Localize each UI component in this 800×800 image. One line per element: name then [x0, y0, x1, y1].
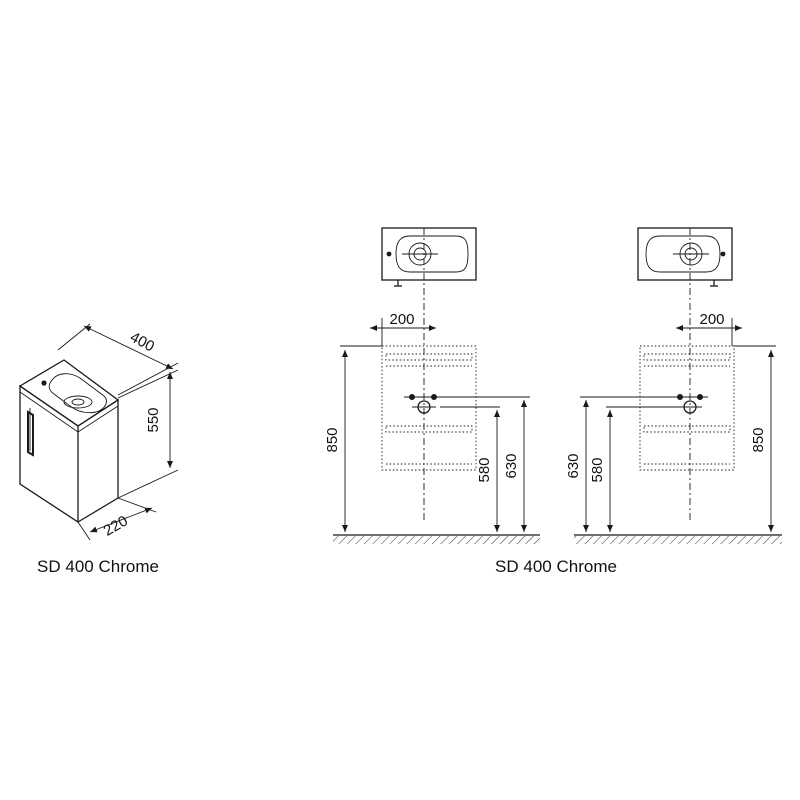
dim-total-height: 850 [750, 427, 767, 452]
tap-hole [386, 251, 392, 257]
isometric-view: 400 550 220 SD 400 Chrome [18, 323, 179, 576]
basin-top-view [381, 227, 477, 281]
tap-hole [720, 251, 726, 257]
dim-width-label: 400 [127, 329, 157, 356]
floor-hatch [333, 536, 540, 544]
basin-outline [48, 373, 107, 414]
floor-hatch [574, 536, 782, 544]
basin-top-view [637, 227, 733, 281]
cabinet-side-face [77, 398, 119, 523]
dim-depth-label: 220 [101, 512, 131, 539]
dim-height-label: 550 [145, 407, 162, 432]
front-elevation-view: 200 850 580 630 [324, 227, 540, 544]
dim-supply-height: 630 [503, 453, 520, 478]
dim-left-offset: 200 [389, 311, 414, 328]
door-handle-icon [27, 410, 34, 457]
dim-supply-height: 630 [565, 453, 582, 478]
cabinet-top-surface [18, 359, 120, 427]
dim-drain-height: 580 [589, 457, 606, 482]
elevation-caption: SD 400 Chrome [495, 557, 617, 576]
basin-drain [63, 395, 93, 409]
dim-total-height: 850 [324, 427, 341, 452]
iso-caption: SD 400 Chrome [37, 557, 159, 576]
side-elevation-view: 200 630 580 850 [565, 227, 782, 544]
cabinet-outline [639, 345, 735, 471]
tap-hole [41, 380, 47, 386]
dim-right-offset: 200 [699, 311, 724, 328]
cabinet-outline [381, 345, 477, 471]
dim-drain-height: 580 [476, 457, 493, 482]
